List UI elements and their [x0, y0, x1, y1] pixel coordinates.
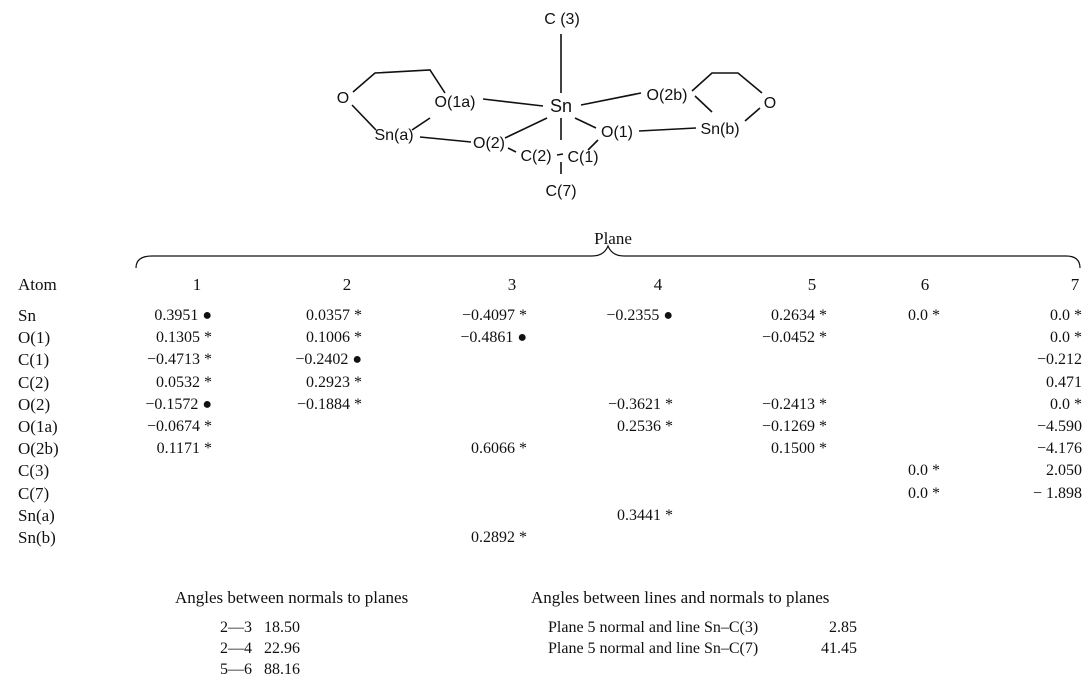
atom-c1: C(1) — [567, 149, 598, 166]
table-cell: −0.0452 * — [761, 329, 827, 347]
bond-sn-o2b — [580, 92, 642, 106]
bond-snb-o-right — [744, 107, 761, 122]
table-cell: −0.4861 ● — [460, 329, 527, 347]
atom-c7: C(7) — [545, 183, 576, 200]
bond-o1a-sna — [411, 117, 431, 131]
table-cell: 0.2923 * — [306, 373, 362, 391]
bond-o2b-ring — [691, 72, 763, 94]
table-cell: −0.2413 * — [761, 395, 827, 413]
plane-header-6: 6 — [920, 275, 930, 294]
normals-pair-label: 2—3 — [220, 619, 252, 636]
table-cell: 0.2892 * — [471, 529, 527, 546]
table-cell: 0.2634 * — [771, 307, 827, 324]
table-cell: 0.6066 * — [471, 440, 527, 458]
table-cell: 0.0 * — [908, 307, 940, 324]
normals-pair-label: 2—4 — [220, 640, 252, 657]
bond-c2-c1 — [556, 153, 564, 156]
table-cell: − 1.898 — [1032, 484, 1082, 502]
atom-c2: C(2) — [520, 148, 551, 165]
atom-o1a: O(1a) — [435, 94, 476, 111]
table-cell: −0.2402 ● — [295, 351, 362, 369]
normals-angle-value: 22.96 — [264, 640, 300, 657]
row-atom-label: O(1a) — [18, 417, 58, 436]
row-atom-label: Sn — [18, 306, 36, 325]
normals-title: Angles between normals to planes — [175, 588, 409, 607]
table-cell: −0.0674 * — [146, 418, 212, 435]
row-atom-label: Sn(b) — [18, 528, 56, 547]
structure-diagram: C (3) O O(1a) Sn O(2b) O Sn(a) O(2) C(2)… — [337, 11, 776, 200]
row-atom-label: C(3) — [18, 461, 50, 481]
table-cell: −0.1269 * — [761, 418, 827, 435]
bond-o-left-sna — [351, 104, 377, 131]
plane-header-3: 3 — [507, 275, 517, 294]
row-atom-label: C(1) — [18, 350, 50, 370]
table-cell: −4.590 — [1036, 418, 1082, 435]
table-cell: 0.0 * — [1050, 329, 1082, 347]
line-angle-value: 2.85 — [829, 619, 857, 636]
line-angle-label: Plane 5 normal and line Sn–C(7) — [548, 640, 759, 657]
table-cell: 0.1305 * — [156, 329, 212, 347]
bond-o1-snb — [638, 127, 697, 132]
table-cell: 0.0 * — [1050, 395, 1082, 413]
table-cell: 0.3951 ● — [154, 307, 212, 324]
table-cell: −0.3621 * — [607, 395, 673, 413]
atom-o1: O(1) — [601, 124, 633, 141]
plane-header-4: 4 — [653, 275, 663, 294]
atom-o-right: O — [764, 95, 776, 112]
line-angle-value: 41.45 — [821, 640, 857, 657]
table-cell: 0.0357 * — [306, 307, 362, 324]
bond-o-left-ring — [352, 69, 446, 94]
table-cell: 0.0532 * — [156, 373, 212, 391]
bond-o1a-sn — [482, 98, 544, 107]
bond-sn-o1 — [574, 117, 597, 129]
table-cell: −0.1572 ● — [145, 395, 212, 413]
plane-header-7: 7 — [1070, 275, 1080, 294]
row-atom-label: O(1) — [18, 328, 51, 348]
table-cell: −4.176 — [1036, 440, 1082, 458]
atom-sna: Sn(a) — [374, 127, 413, 144]
normals-pair-label: 5—6 — [220, 661, 252, 678]
table-cell: 0.2536 * — [617, 418, 673, 435]
row-atom-label: O(2) — [18, 394, 51, 414]
atom-sn: Sn — [550, 96, 572, 116]
table-cell: 2.050 — [1046, 462, 1082, 480]
atom-o-left: O — [337, 90, 349, 107]
table-cell: 0.1500 * — [771, 440, 827, 458]
lines-title: Angles between lines and normals to plan… — [531, 588, 830, 607]
table-cell: −0.212 — [1036, 351, 1082, 369]
table-cell: 0.0 * — [908, 462, 940, 480]
bond-sn-o2 — [504, 117, 548, 139]
table-cell: 0.0 * — [1050, 307, 1082, 324]
row-atom-label: Sn(a) — [18, 505, 55, 525]
table-cell: −0.1884 * — [296, 395, 362, 413]
row-atom-label: C(2) — [18, 372, 50, 392]
plane-header-2: 2 — [342, 275, 352, 294]
row-atom-label: C(7) — [18, 483, 50, 503]
normals-angle-value: 88.16 — [264, 661, 300, 678]
plane-header-1: 1 — [192, 275, 202, 294]
table-cell: 0.471 — [1046, 373, 1082, 391]
table-cell: 0.1171 * — [156, 440, 212, 458]
bond-o2-c2 — [507, 147, 517, 153]
plane-group-title: Plane — [594, 229, 632, 248]
normals-angle-value: 18.50 — [264, 619, 300, 636]
atom-o2b: O(2b) — [647, 87, 688, 104]
atom-column-header: Atom — [18, 275, 57, 294]
table-cell: −0.2355 ● — [606, 307, 673, 324]
row-atom-label: O(2b) — [18, 439, 59, 459]
table-cell: 0.1006 * — [306, 329, 362, 347]
table-cell: 0.3441 * — [617, 506, 673, 524]
atom-o2: O(2) — [473, 135, 505, 152]
table-cell: −0.4713 * — [146, 351, 212, 369]
bond-sna-o2 — [419, 136, 472, 143]
bond-o1-c1 — [587, 139, 599, 151]
atom-c3: C (3) — [544, 11, 580, 28]
line-angle-label: Plane 5 normal and line Sn–C(3) — [548, 619, 759, 636]
atom-snb: Sn(b) — [700, 121, 739, 138]
table-cell: −0.4097 * — [461, 307, 527, 324]
table-cell: 0.0 * — [908, 484, 940, 502]
bond-o2b-snb — [694, 95, 713, 113]
plane-header-5: 5 — [807, 275, 817, 294]
